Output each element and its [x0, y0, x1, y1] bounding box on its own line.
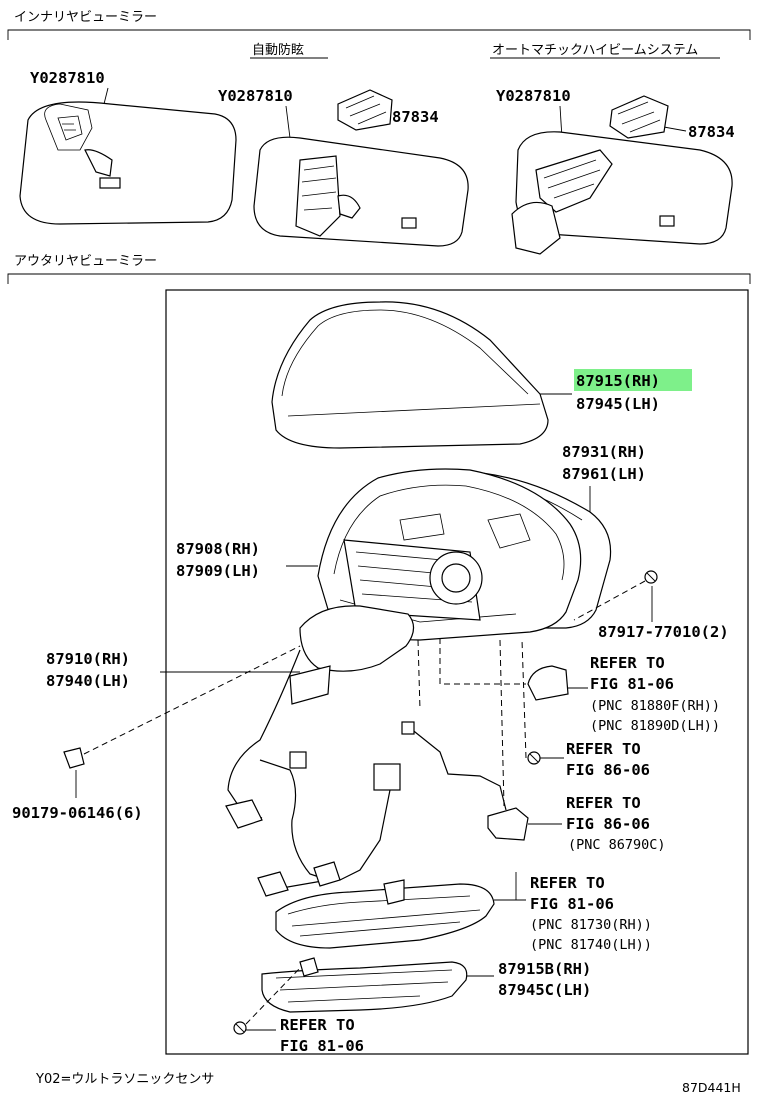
label-housing-rh: 87931(RH) [562, 443, 646, 461]
ref4-line1: REFER TO [530, 874, 605, 892]
inner-mirror-3-part-no: Y0287810 [496, 87, 571, 105]
clip-90179 [63, 747, 85, 769]
ref3-pnc: (PNC 86790C) [568, 837, 666, 853]
label-clip: 90179-06146(6) [12, 804, 143, 822]
section-outer-bracket [7, 273, 751, 284]
label-lamp-lh: 87945C(LH) [498, 981, 591, 999]
ref1-pnc2: (PNC 81890D(LH)) [590, 718, 720, 734]
ref2-line1: REFER TO [566, 740, 641, 758]
inner-mirror-2-heading: 自動防眩 [252, 42, 304, 58]
mirror-body [317, 468, 582, 641]
label-cover-rh: 87915(RH) [576, 372, 660, 390]
ref3-line1: REFER TO [566, 794, 641, 812]
ref5-line1: REFER TO [280, 1016, 355, 1034]
inner-mirror-auto-dimming: 自動防眩 Y0287810 87834 [218, 42, 469, 247]
inner-mirror-3-sub-part: 87834 [688, 123, 735, 141]
highlight-cover-rh [574, 369, 692, 391]
ref1-line2: FIG 81-06 [590, 675, 674, 693]
inner-mirror-standard: Y0287810 [19, 69, 237, 225]
side-camera-unit [527, 665, 569, 701]
mirror-cover [271, 301, 549, 449]
ref1-line1: REFER TO [590, 654, 665, 672]
ref4-pnc1: (PNC 81730(RH)) [530, 917, 652, 933]
inner-mirror-3-heading: オートマチックハイビームシステム [492, 43, 698, 58]
side-turn-lamp [275, 879, 495, 949]
label-screw: 87917-77010(2) [598, 623, 729, 641]
screw-ref-86 [527, 751, 541, 765]
inner-mirror-auto-high-beam: オートマチックハイビームシステム Y0287810 87834 [490, 43, 735, 255]
section-inner-title: インナリヤビューミラー [14, 10, 157, 25]
ref4-line2: FIG 81-06 [530, 895, 614, 913]
section-outer-title: アウタリヤビューミラー [14, 254, 157, 269]
ref3-line2: FIG 86-06 [566, 815, 650, 833]
figure-code: 87D441H [682, 1080, 741, 1095]
label-mirror-lh: 87940(LH) [46, 672, 130, 690]
label-lamp-rh: 87915B(RH) [498, 960, 591, 978]
footnote: Y02=ウルトラソニックセンサ [35, 1072, 214, 1087]
wire-harness [225, 649, 401, 897]
mirror-garnish-lamp [261, 957, 468, 1013]
inner-mirror-1-part-no: Y0287810 [30, 69, 105, 87]
label-body-rh: 87908(RH) [176, 540, 260, 558]
ref4-pnc2: (PNC 81740(LH)) [530, 937, 652, 953]
mirror-glass [289, 605, 415, 705]
section-inner-bracket [7, 29, 751, 40]
screw-87917 [644, 570, 658, 584]
ref1-pnc1: (PNC 81880F(RH)) [590, 698, 720, 714]
ref2-line2: FIG 86-06 [566, 761, 650, 779]
label-body-lh: 87909(LH) [176, 562, 260, 580]
ref5-line2: FIG 81-06 [280, 1037, 364, 1055]
inner-mirror-2-part-no: Y0287810 [218, 87, 293, 105]
label-mirror-rh: 87910(RH) [46, 650, 130, 668]
label-cover-lh: 87945(LH) [576, 395, 660, 413]
inner-mirror-2-sub-part: 87834 [392, 108, 439, 126]
label-housing-lh: 87961(LH) [562, 465, 646, 483]
screw-ref-81 [233, 1021, 247, 1035]
sensor-unit [401, 721, 529, 841]
